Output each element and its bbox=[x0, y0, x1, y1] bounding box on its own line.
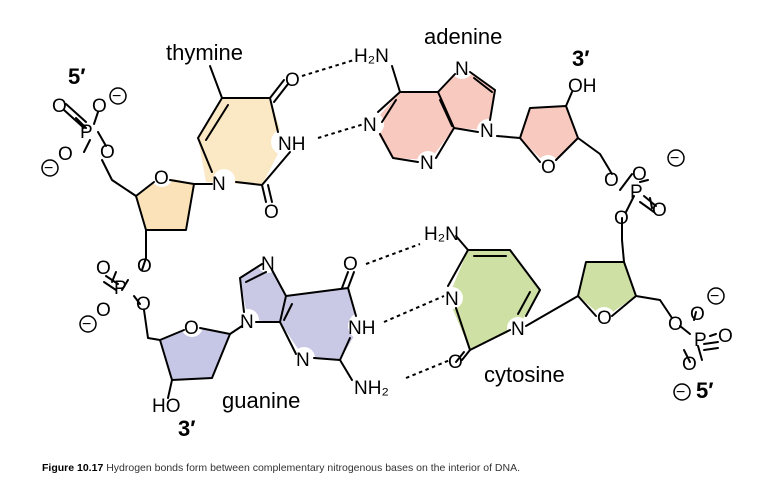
figure-label: Figure 10.17 bbox=[42, 462, 104, 474]
hydrogen-bonds bbox=[301, 59, 451, 379]
charge-minus: − bbox=[676, 384, 685, 401]
atom-n: N bbox=[511, 319, 525, 340]
atom-o: O bbox=[682, 354, 697, 375]
atom-n: N bbox=[445, 289, 459, 310]
label-five-prime-right: 5′ bbox=[696, 378, 714, 403]
h-bond-guanine-cytosine-1 bbox=[365, 243, 421, 265]
atom-n: N bbox=[212, 174, 226, 195]
atom-n: N bbox=[363, 115, 377, 136]
charge-minus: − bbox=[82, 316, 91, 333]
atom-nh: NH bbox=[278, 134, 305, 155]
charge-minus: − bbox=[44, 160, 53, 177]
guanine-ring-6 bbox=[280, 288, 360, 360]
label-adenine: adenine bbox=[424, 24, 502, 49]
label-three-prime-bottom: 3′ bbox=[178, 416, 196, 441]
atom-o: O bbox=[614, 208, 629, 229]
atom-p: P bbox=[694, 330, 707, 351]
atom-o: O bbox=[92, 96, 107, 117]
atom-o: O bbox=[652, 200, 667, 221]
adenine-ring-6 bbox=[372, 92, 454, 160]
atom-o: O bbox=[264, 202, 279, 223]
h-bond-guanine-cytosine-3 bbox=[405, 359, 451, 379]
atom-o: O bbox=[58, 144, 73, 165]
atom-o: O bbox=[690, 304, 705, 325]
atom-oh: OH bbox=[568, 76, 597, 97]
label-cytosine: cytosine bbox=[484, 362, 565, 387]
atom-n: N bbox=[420, 153, 434, 174]
atom-o: O bbox=[718, 326, 733, 347]
atom-o: O bbox=[343, 254, 358, 275]
atom-n: N bbox=[455, 59, 469, 80]
h-bond-thymine-adenine-2 bbox=[317, 123, 365, 139]
atom-h2n: H₂N bbox=[424, 224, 459, 245]
atom-o: O bbox=[154, 168, 169, 189]
atom-o: O bbox=[52, 96, 67, 117]
charge-minus: − bbox=[112, 88, 121, 105]
atom-ho: HO bbox=[152, 396, 181, 417]
atom-o: O bbox=[184, 318, 199, 339]
atom-n: N bbox=[240, 312, 254, 333]
atom-o: O bbox=[597, 308, 612, 329]
charge-minus: − bbox=[710, 288, 719, 305]
figure-caption-text: Hydrogen bonds form between complementar… bbox=[106, 462, 521, 474]
negative-charges: − − − − − − bbox=[41, 87, 725, 401]
atom-o: O bbox=[100, 142, 115, 163]
atom-nh: NH bbox=[348, 318, 375, 339]
label-three-prime-top: 3′ bbox=[572, 46, 590, 71]
atom-n: N bbox=[480, 121, 494, 142]
atom-nh2: NH₂ bbox=[354, 378, 389, 399]
figure-caption: Figure 10.17 Hydrogen bonds form between… bbox=[42, 462, 520, 474]
atom-p: P bbox=[114, 278, 127, 299]
atom-o: O bbox=[96, 258, 111, 279]
label-thymine: thymine bbox=[166, 40, 243, 65]
guanine-ring-5 bbox=[240, 262, 286, 322]
label-five-prime-left: 5′ bbox=[68, 64, 86, 89]
atom-p: P bbox=[630, 182, 643, 203]
atom-h2n: H₂N bbox=[354, 46, 389, 67]
atom-o: O bbox=[448, 352, 463, 373]
covalent-bonds bbox=[75, 65, 717, 399]
atom-o: O bbox=[96, 300, 111, 321]
atom-n: N bbox=[261, 254, 275, 275]
h-bond-thymine-adenine-1 bbox=[301, 59, 355, 77]
sugar-top-right bbox=[520, 106, 578, 166]
atom-o: O bbox=[668, 314, 683, 335]
atom-o: O bbox=[285, 70, 300, 91]
charge-minus: − bbox=[670, 150, 679, 167]
sugar-bottom-left bbox=[160, 326, 230, 380]
atom-n: N bbox=[296, 350, 310, 371]
sugar-bottom-right bbox=[578, 262, 636, 318]
atom-o: O bbox=[632, 164, 647, 185]
atom-o: O bbox=[136, 294, 151, 315]
label-guanine: guanine bbox=[222, 388, 300, 413]
sugar-top-left bbox=[136, 176, 194, 230]
h-bond-guanine-cytosine-2 bbox=[383, 295, 445, 323]
atom-o: O bbox=[604, 170, 619, 191]
atom-o: O bbox=[541, 157, 556, 178]
atom-o: O bbox=[137, 256, 152, 277]
